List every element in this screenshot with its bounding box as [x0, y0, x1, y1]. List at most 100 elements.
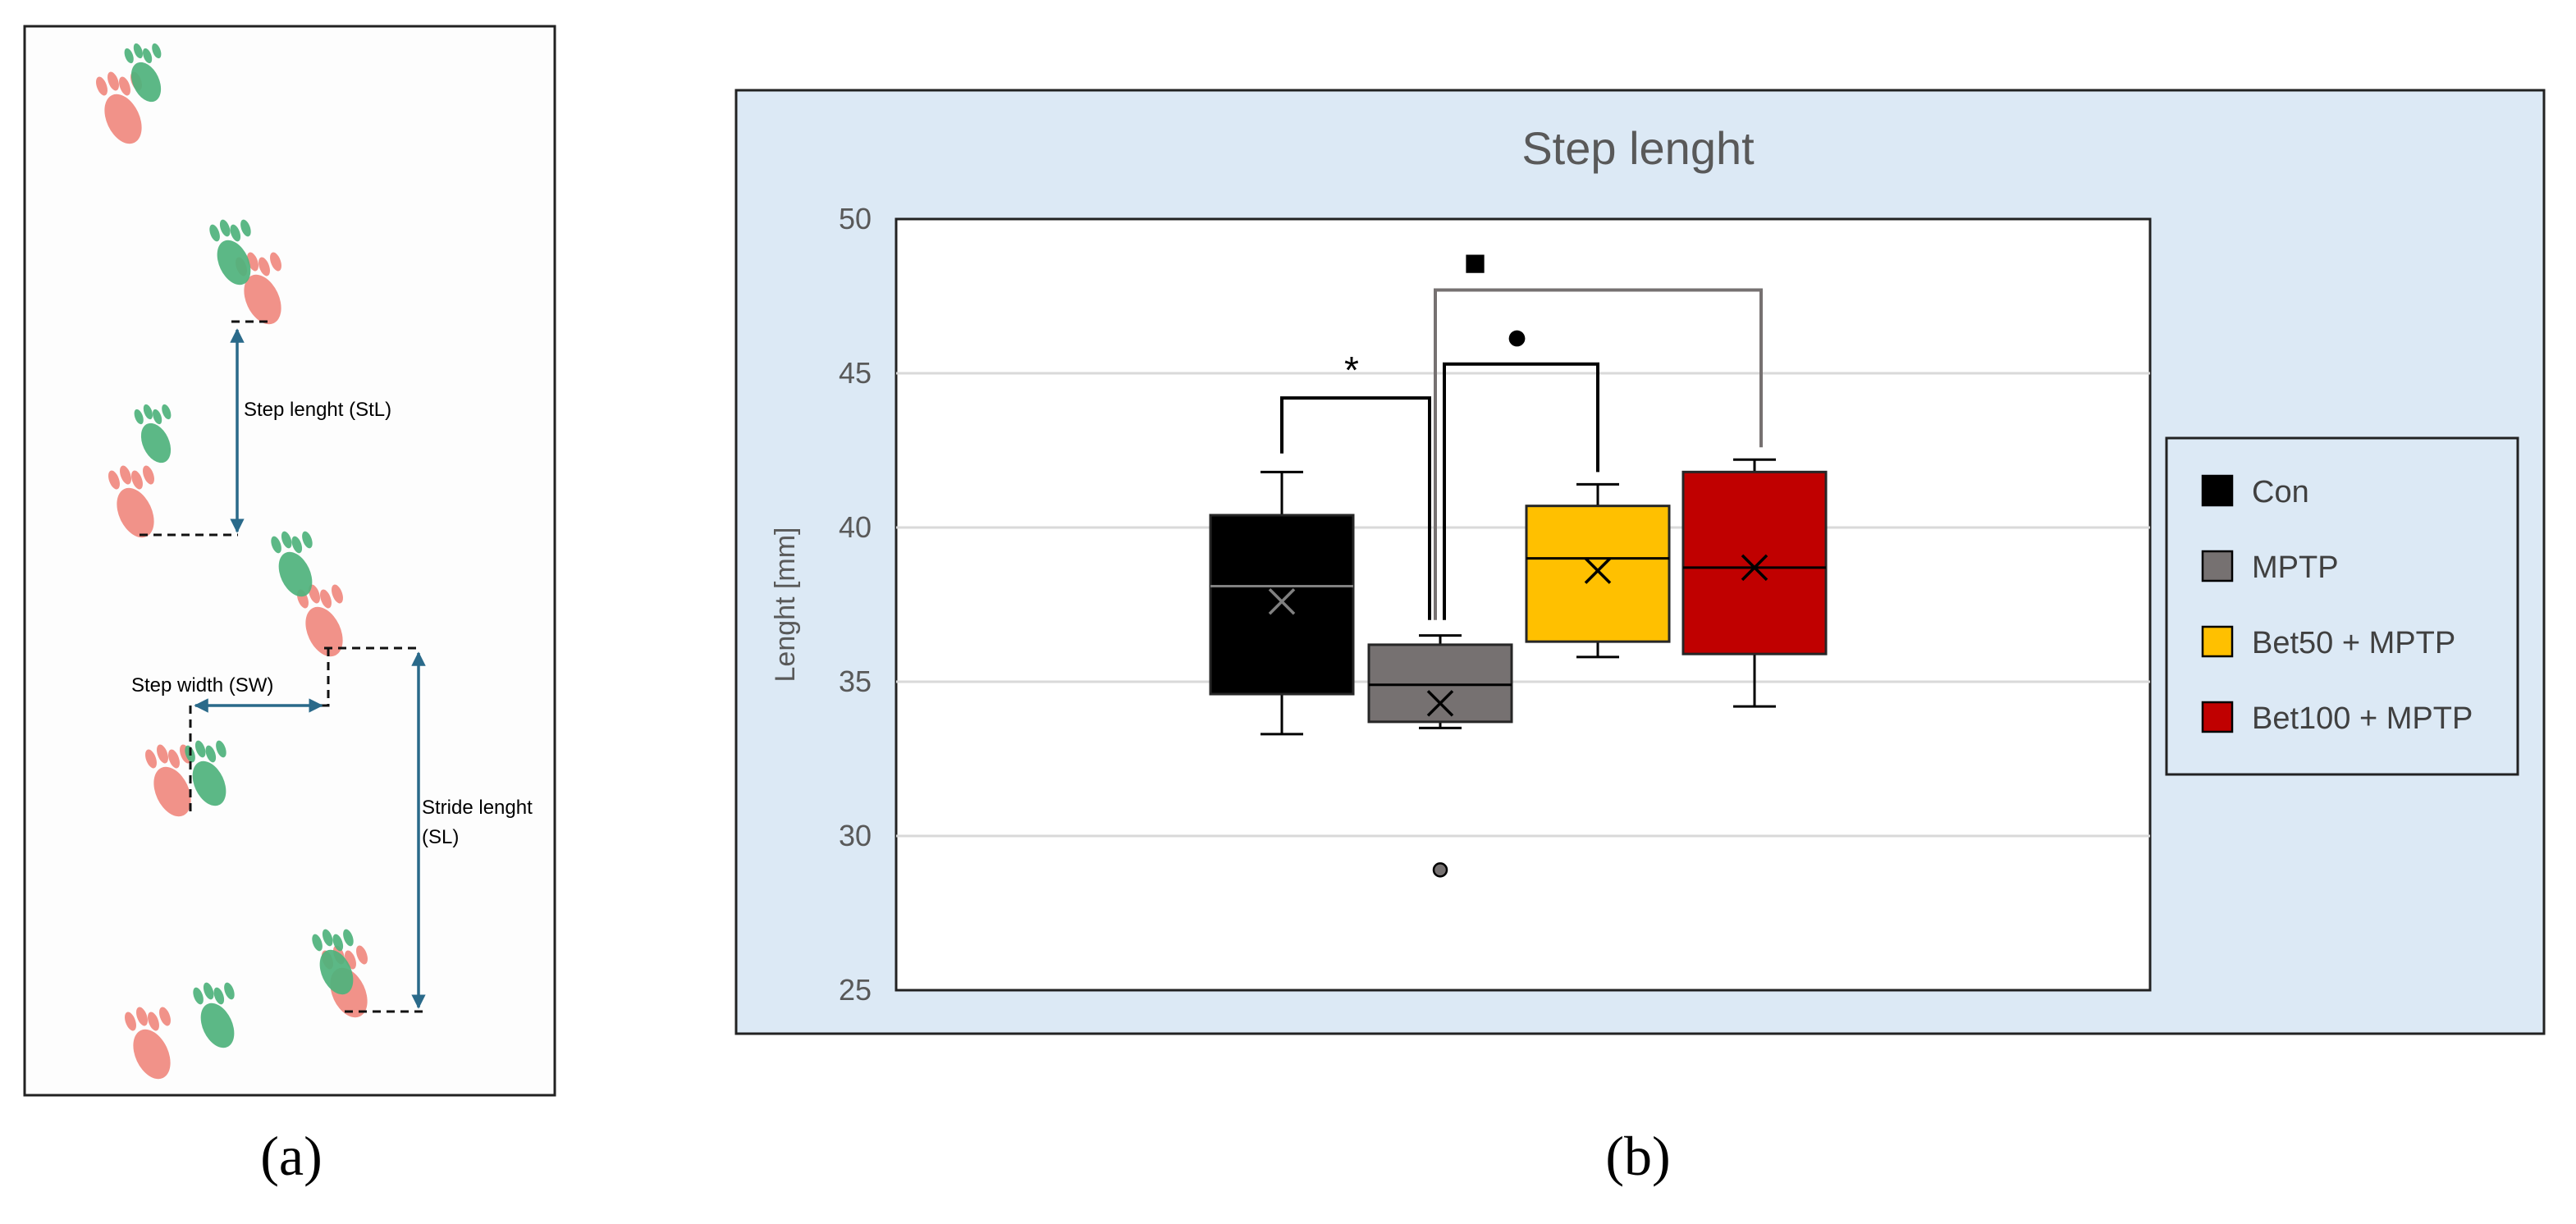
- sig-bracket-2: ■: [1434, 240, 1763, 620]
- paw-pad: [140, 422, 172, 464]
- box-iqr: [1525, 505, 1671, 643]
- paw-toe: [230, 224, 241, 242]
- significance-brackets: * ● ■: [1280, 240, 1763, 620]
- paw-toe: [312, 934, 323, 952]
- box-iqr: [1681, 470, 1828, 655]
- panel-b-caption: (b): [1605, 1125, 1670, 1187]
- footprint: [193, 982, 235, 1048]
- legend-label: Bet50 + MPTP: [2252, 626, 2455, 660]
- bracket-line: [1280, 396, 1431, 620]
- step-width-right-guide: [190, 648, 330, 707]
- box-3: [1681, 458, 1828, 708]
- gridlines: [896, 372, 2150, 838]
- plot-area: [895, 217, 2152, 992]
- bracket-line: [1443, 362, 1599, 620]
- box-iqr: [1209, 514, 1355, 696]
- legend-item-3: Bet100 + MPTP: [2201, 701, 2473, 736]
- paw-pad: [117, 487, 154, 538]
- box-2: [1525, 482, 1671, 659]
- paw-pad: [278, 551, 313, 597]
- paw-toe: [213, 987, 225, 1005]
- paw-toe: [159, 1007, 171, 1026]
- boxplots: [1209, 458, 1828, 878]
- legend-label: MPTP: [2252, 550, 2339, 585]
- measure-arrows: [194, 328, 426, 1009]
- mean-marker: [1584, 557, 1612, 584]
- paw-pad: [133, 1029, 171, 1080]
- paw-toe: [157, 744, 168, 764]
- paw-toe: [224, 982, 235, 1000]
- paw-toe: [119, 76, 130, 96]
- legend-item-0: Con: [2201, 474, 2309, 509]
- paw-toe: [143, 404, 153, 420]
- chart-title: Step lenght: [1521, 122, 1755, 174]
- mean-marker: [1741, 554, 1768, 582]
- step-length-label: Step lenght (StL): [244, 399, 391, 421]
- y-tick-label: 35: [839, 665, 872, 698]
- paw-toe: [216, 740, 226, 758]
- paw-toe: [281, 531, 292, 549]
- legend-swatch: [2201, 474, 2234, 507]
- footprint: [125, 1007, 171, 1080]
- paw-toe: [194, 740, 206, 758]
- sig-bracket-1: ●: [1443, 315, 1599, 620]
- box-0: [1209, 470, 1355, 736]
- y-axis-title: Lenght [mm]: [770, 528, 801, 683]
- sig-symbol: ■: [1464, 240, 1487, 283]
- paw-toe: [356, 945, 368, 965]
- paw-pad: [244, 274, 281, 325]
- paw-toe: [309, 584, 320, 604]
- paw-toe: [108, 470, 120, 490]
- paw-toe: [133, 43, 143, 59]
- footprint: [185, 740, 226, 806]
- footprint: [134, 404, 172, 464]
- legend-item-1: MPTP: [2201, 550, 2339, 585]
- paw-toe: [193, 987, 204, 1005]
- y-tick-label: 30: [839, 819, 872, 852]
- mean-marker: [1268, 588, 1296, 615]
- paw-toe: [271, 536, 281, 554]
- paw-toe: [125, 1012, 136, 1031]
- paw-toe: [240, 219, 251, 237]
- sig-symbol: *: [1344, 349, 1359, 391]
- legend-swatch: [2201, 701, 2234, 733]
- legend-label: Bet100 + MPTP: [2252, 701, 2473, 736]
- outlier-point: [1432, 862, 1448, 878]
- legend-item-2: Bet50 + MPTP: [2201, 625, 2455, 660]
- paw-toe: [162, 404, 172, 420]
- sig-symbol: ●: [1506, 315, 1529, 358]
- mean-marker: [1426, 690, 1454, 717]
- box-iqr: [1367, 643, 1513, 724]
- paw-toe: [152, 43, 162, 59]
- panel-a-caption: (a): [260, 1125, 322, 1187]
- paw-toe: [270, 252, 281, 272]
- paw-toe: [332, 934, 344, 952]
- paw-toe: [148, 1012, 159, 1031]
- paw-toe: [343, 929, 354, 947]
- paw-toe: [96, 76, 108, 96]
- paw-toe: [168, 749, 180, 769]
- paw-toe: [302, 531, 313, 549]
- paw-toe: [205, 745, 217, 763]
- paw-toe: [209, 224, 220, 242]
- panel-a: Step lenght (StL) Step width (SW) Stride…: [23, 25, 556, 1097]
- footprint: [297, 584, 343, 657]
- stride-length-label-1: Stride lenght: [422, 797, 533, 819]
- paw-pad: [130, 62, 162, 103]
- paw-toe: [143, 48, 153, 64]
- sig-bracket-0: *: [1280, 349, 1431, 620]
- paw-toe: [124, 48, 134, 64]
- paw-toe: [259, 257, 270, 276]
- paw-toe: [203, 982, 214, 1000]
- legend-label: Con: [2252, 475, 2309, 509]
- legend-swatch: [2201, 550, 2234, 582]
- box-1: [1367, 634, 1513, 878]
- y-tick-label: 50: [839, 202, 872, 235]
- footprints: [96, 43, 368, 1080]
- paw-toe: [291, 536, 303, 554]
- paw-toe: [120, 465, 131, 485]
